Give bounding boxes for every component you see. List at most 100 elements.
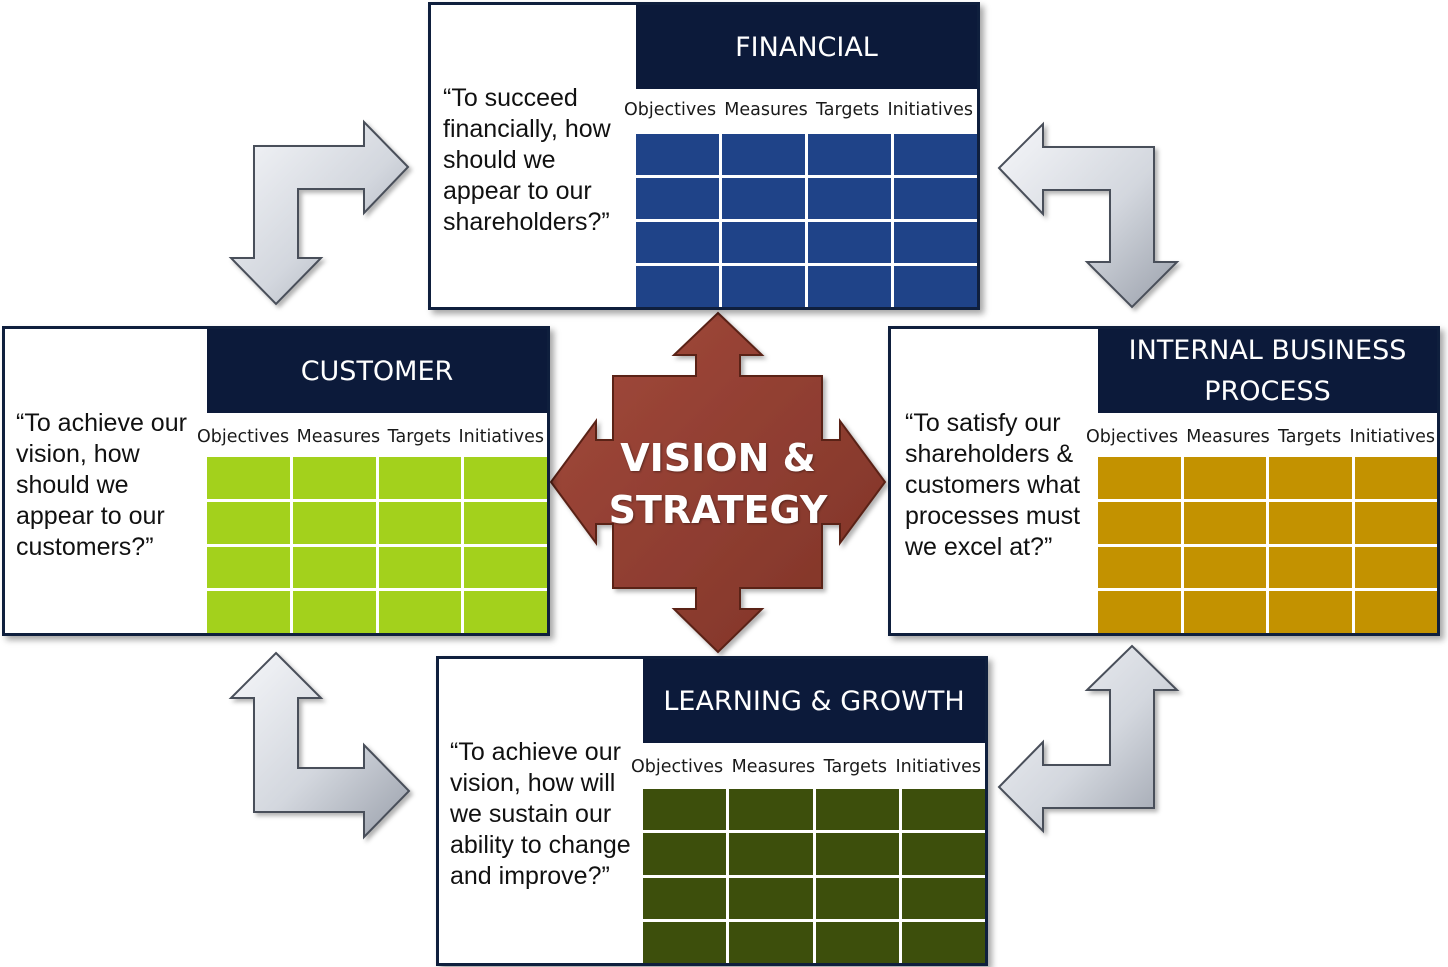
financial-title-text: FINANCIAL [735, 31, 878, 63]
financial-question-line: “To succeed [443, 84, 578, 112]
grid-cell [894, 134, 977, 175]
grid-cell [1354, 457, 1437, 499]
grid-cell [464, 546, 547, 589]
customer-question-line: vision, how [16, 440, 140, 468]
grid-cell [207, 591, 290, 633]
internal-question: “To satisfy our shareholders & customers… [905, 408, 1101, 563]
column-header-targets: Targets [823, 757, 887, 777]
internal-question-line: processes must [905, 502, 1081, 530]
internal-question-line: shareholders & [905, 440, 1074, 468]
grid-cell [643, 921, 727, 963]
column-header-initiatives: Initiatives [1349, 427, 1435, 447]
elbow-arrow-top-left [228, 119, 410, 306]
grid-cell [722, 222, 805, 263]
learning-column-headers: Objectives Measures Targets Initiatives [631, 754, 981, 780]
financial-title: FINANCIAL [636, 5, 977, 89]
grid-cell [643, 789, 727, 831]
grid-cell [643, 877, 727, 919]
grid-cell [722, 178, 805, 219]
internal-grid [1098, 457, 1437, 633]
column-header-measures: Measures [724, 100, 808, 120]
financial-panel: FINANCIAL “To succeed financially, how s… [428, 2, 980, 310]
elbow-arrow-bottom-right [997, 644, 1180, 834]
internal-question-line: we excel at?” [905, 533, 1053, 561]
grid-cell [1354, 546, 1437, 589]
grid-cell [207, 457, 290, 499]
grid-cell [808, 178, 891, 219]
internal-business-process-title: INTERNAL BUSINESS PROCESS [1098, 329, 1437, 413]
customer-question: “To achieve our vision, how should we ap… [16, 408, 212, 563]
grid-cell [1183, 501, 1266, 544]
grid-cell [1354, 591, 1437, 633]
grid-cell [636, 266, 719, 307]
grid-cell [894, 222, 977, 263]
customer-grid [207, 457, 547, 633]
grid-cell [1354, 501, 1437, 544]
vision-strategy-label: VISION & STRATEGY [596, 432, 840, 536]
grid-cell [808, 222, 891, 263]
grid-cell [729, 877, 813, 919]
learning-question: “To achieve our vision, how will we sust… [450, 737, 650, 892]
grid-cell [292, 457, 376, 499]
grid-cell [1098, 591, 1181, 633]
customer-panel: CUSTOMER “To achieve our vision, how sho… [2, 326, 550, 636]
grid-cell [378, 457, 462, 499]
learning-question-line: “To achieve our [450, 738, 621, 766]
grid-cell [815, 833, 899, 875]
grid-cell [378, 501, 462, 544]
customer-question-line: “To achieve our [16, 409, 187, 437]
customer-title: CUSTOMER [207, 329, 547, 413]
column-header-measures: Measures [296, 427, 381, 447]
column-header-initiatives: Initiatives [895, 757, 981, 777]
grid-cell [894, 178, 977, 219]
learning-grid [643, 789, 985, 963]
internal-business-process-panel: INTERNAL BUSINESS PROCESS “To satisfy ou… [888, 326, 1440, 636]
grid-cell [722, 266, 805, 307]
grid-cell [1183, 546, 1266, 589]
strategy-label: STRATEGY [608, 488, 828, 532]
customer-question-line: appear to our [16, 502, 165, 530]
grid-cell [729, 833, 813, 875]
grid-cell [901, 921, 985, 963]
internal-title-line-1: INTERNAL BUSINESS [1128, 335, 1407, 366]
internal-question-line: customers what [905, 471, 1081, 499]
column-header-objectives: Objectives [1086, 427, 1179, 447]
column-header-objectives: Objectives [624, 100, 717, 120]
elbow-arrow-top-right [997, 121, 1180, 309]
column-header-targets: Targets [387, 427, 451, 447]
financial-question-line: shareholders?” [443, 208, 610, 236]
column-header-measures: Measures [1186, 427, 1270, 447]
grid-cell [815, 921, 899, 963]
column-header-objectives: Objectives [197, 427, 290, 447]
grid-cell [1269, 546, 1352, 589]
grid-cell [901, 833, 985, 875]
grid-cell [636, 134, 719, 175]
grid-cell [207, 546, 290, 589]
grid-cell [464, 501, 547, 544]
grid-cell [1098, 457, 1181, 499]
column-header-initiatives: Initiatives [458, 427, 544, 447]
financial-question-line: should we [443, 146, 556, 174]
grid-cell [1183, 591, 1266, 633]
grid-cell [901, 789, 985, 831]
grid-cell [722, 134, 805, 175]
grid-cell [292, 591, 376, 633]
financial-column-headers: Objectives Measures Targets Initiatives [624, 97, 973, 123]
internal-title-line-2: PROCESS [1204, 376, 1331, 407]
grid-cell [1098, 501, 1181, 544]
grid-cell [894, 266, 977, 307]
learning-question-line: we sustain our [450, 800, 612, 828]
learning-question-line: and improve?” [450, 862, 610, 890]
customer-question-line: customers?” [16, 533, 154, 561]
grid-cell [464, 591, 547, 633]
learning-growth-title: LEARNING & GROWTH [643, 659, 985, 743]
grid-cell [292, 546, 376, 589]
grid-cell [808, 266, 891, 307]
customer-question-line: should we [16, 471, 129, 499]
learning-growth-panel: LEARNING & GROWTH “To achieve our vision… [436, 656, 988, 966]
financial-question-line: financially, how [443, 115, 611, 143]
grid-cell [636, 178, 719, 219]
grid-cell [464, 457, 547, 499]
grid-cell [643, 833, 727, 875]
